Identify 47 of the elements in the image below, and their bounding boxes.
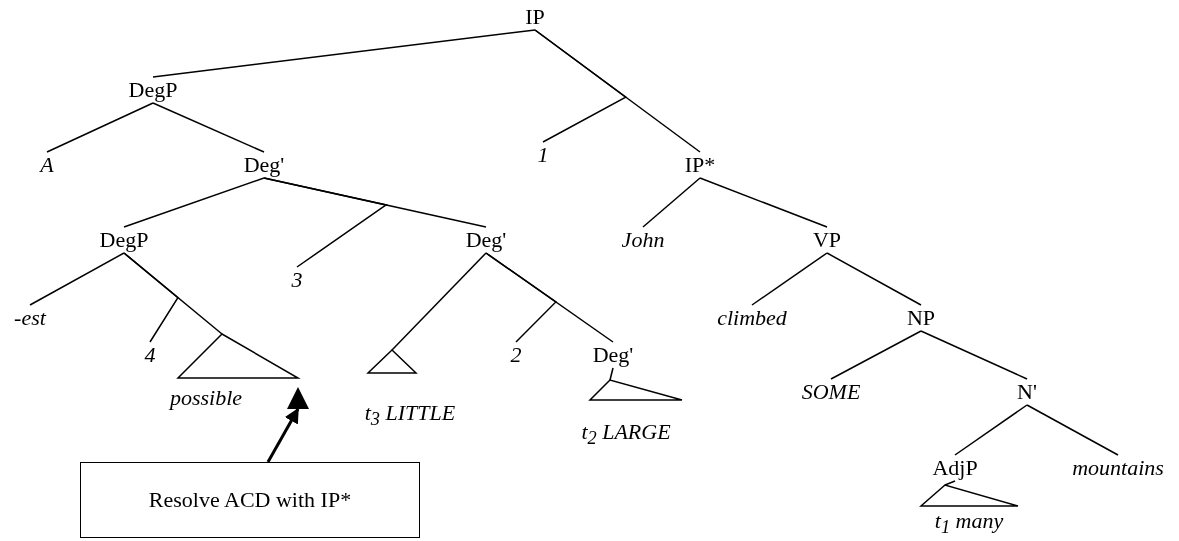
category-label: DegP: [128, 77, 178, 103]
category-label: IP*: [684, 152, 716, 178]
terminal-label: 2: [510, 342, 522, 368]
category-label: Deg': [465, 227, 507, 253]
tree-branch: [751, 252, 828, 306]
terminal-label: mountains: [1072, 455, 1164, 481]
category-label: AdjP: [932, 455, 978, 481]
terminal-label: climbed: [717, 305, 787, 331]
note-box: Resolve ACD with IP*: [80, 462, 420, 538]
tree-branch: [152, 102, 265, 153]
tree-branch: [152, 29, 536, 78]
terminal-label: 3: [291, 267, 303, 293]
category-label: Deg': [243, 152, 285, 178]
tree-branch: [642, 177, 701, 228]
category-label: Deg': [592, 342, 634, 368]
tree-branch: [485, 252, 557, 343]
tree-branch: [954, 404, 1028, 456]
terminal-label: 1: [537, 142, 549, 168]
category-label: VP: [812, 227, 842, 253]
tree-branch: [46, 102, 154, 153]
terminal-label: A: [40, 152, 54, 178]
terminal-label: t$_{1}$ many: [934, 508, 1004, 540]
terminal-label: t$_{2}$ LARGE: [581, 419, 671, 451]
tree-branch: [263, 177, 388, 268]
terminal-label: possible: [169, 385, 243, 411]
category-label: DegP: [99, 227, 149, 253]
tree-branch: [534, 29, 628, 143]
tree-branch: [830, 330, 922, 380]
tree-branch: [123, 177, 265, 228]
tree-branch: [944, 480, 956, 486]
tree-branch: [920, 330, 1028, 380]
terminal-label: SOME: [801, 379, 861, 405]
tree-branch: [826, 252, 922, 306]
tree-branch: [699, 177, 828, 228]
tree-branch: [391, 252, 487, 351]
terminal-label: 4: [144, 342, 156, 368]
tree-branch: [29, 252, 125, 306]
category-label: NP: [906, 305, 936, 331]
category-label: IP: [525, 4, 545, 30]
category-label: N': [1017, 379, 1037, 405]
terminal-label: -est: [14, 305, 46, 331]
terminal-label: t$_{3}$ LITTLE: [364, 400, 456, 432]
tree-branch: [609, 367, 614, 381]
terminal-label: John: [621, 227, 665, 253]
tree-branch: [1026, 404, 1119, 456]
tree-branch: [123, 252, 179, 343]
gap-marker-icon: [287, 387, 309, 409]
